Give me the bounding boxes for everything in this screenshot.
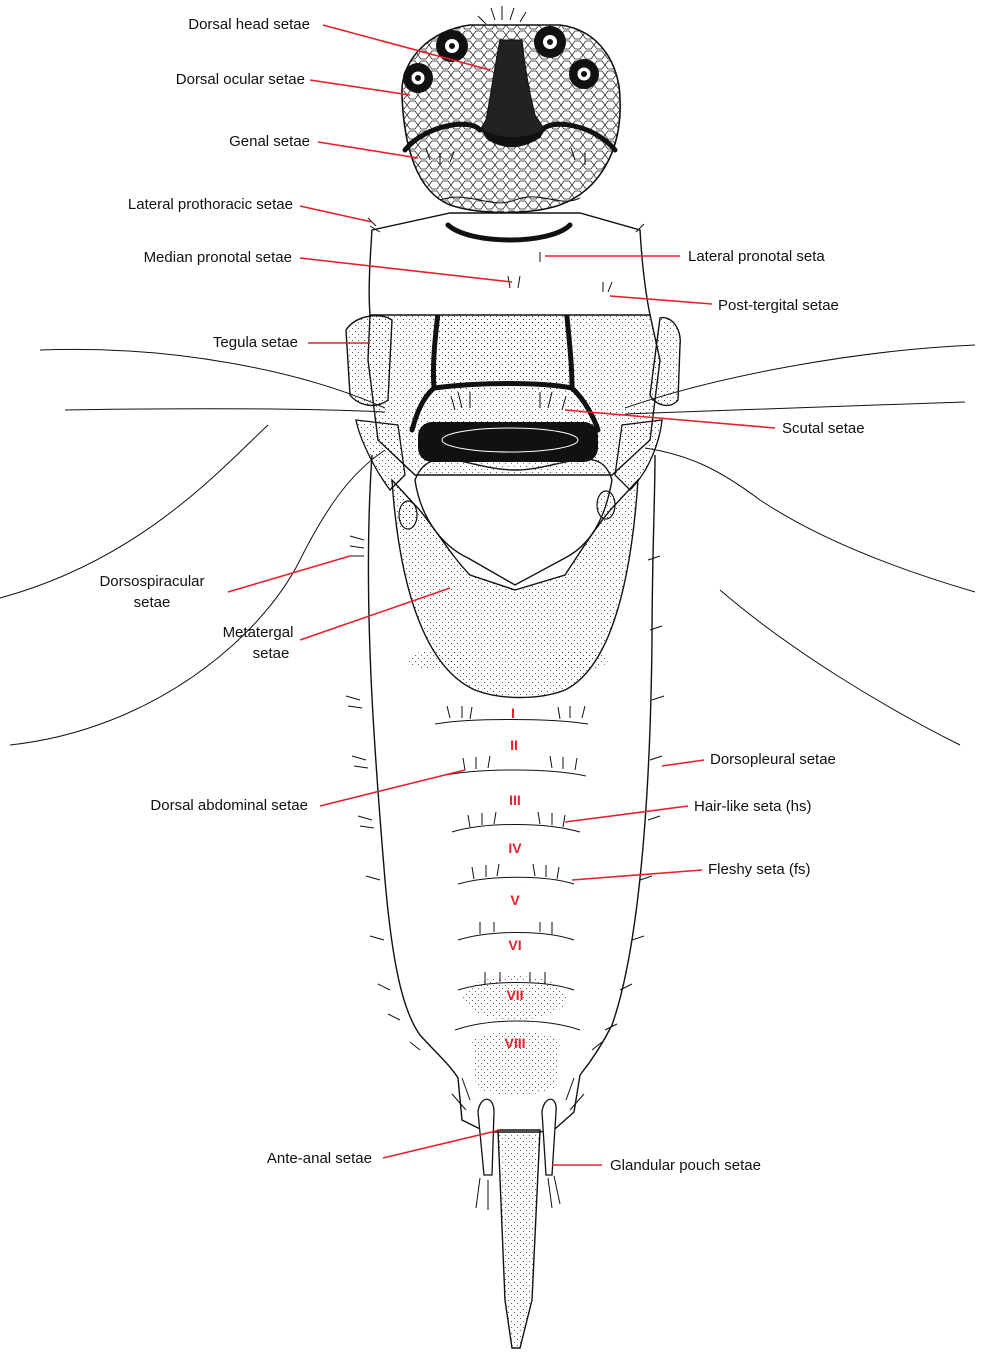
left-lateral-shading — [408, 650, 472, 670]
leader-fleshy — [572, 870, 702, 880]
label-genal-setae: Genal setae — [229, 133, 310, 150]
label-dorsal-abdominal-setae: Dorsal abdominal setae — [150, 797, 308, 814]
segment-label-v: V — [510, 892, 520, 908]
segment-label-vii: VII — [506, 987, 523, 1003]
segment-label-iv: IV — [508, 840, 522, 856]
right-lateral-shading — [548, 650, 608, 670]
label-lateral-pronotal-seta: Lateral pronotal seta — [688, 248, 825, 265]
right-halter-knob — [597, 491, 615, 519]
label-metatergal-line2: setae — [253, 645, 290, 662]
label-median-pronotal-setae: Median pronotal setae — [144, 249, 292, 266]
left-tegula — [346, 316, 392, 406]
right-hindwing — [645, 448, 975, 592]
label-metatergal-line1: Metatergal — [223, 624, 294, 641]
label-dorsospiracular-line2: setae — [134, 594, 171, 611]
leader-dorsal-ocular — [310, 80, 410, 95]
thorax — [346, 213, 680, 698]
right-forewing-lower-edge — [625, 402, 965, 414]
scutellum-hatched-center — [442, 428, 578, 452]
tergite-line-3 — [452, 825, 580, 833]
tergite-line-7 — [455, 1021, 580, 1030]
left-hindwing — [10, 450, 385, 745]
label-ante-anal-setae: Ante-anal setae — [267, 1150, 372, 1167]
left-forewing-lower-edge — [65, 409, 385, 412]
leader-dorsospiracular — [228, 556, 350, 592]
right-glandular-pouch — [542, 1099, 556, 1175]
label-fleshy-seta: Fleshy seta (fs) — [708, 861, 811, 878]
anal-tube — [498, 1130, 540, 1348]
label-lateral-prothoracic-setae: Lateral prothoracic setae — [128, 196, 293, 213]
label-dorsospiracular-line1: Dorsospiracular — [99, 573, 204, 590]
segment-label-i: I — [511, 705, 515, 721]
left-halter-knob — [399, 501, 417, 529]
segment-label-vi: VI — [508, 937, 521, 953]
leader-dorsopleural — [662, 760, 704, 766]
tergite-line-4 — [458, 877, 574, 884]
left-forewing-upper-edge — [40, 349, 385, 408]
leader-hair-like — [565, 806, 688, 822]
label-hair-like-seta: Hair-like seta (hs) — [694, 798, 812, 815]
leader-lateral-prothoracic — [300, 206, 372, 222]
label-dorsopleural-setae: Dorsopleural setae — [710, 751, 836, 768]
left-glandular-pouch — [478, 1099, 494, 1175]
right-hindwing-lower — [720, 590, 960, 745]
label-dorsal-ocular-setae: Dorsal ocular setae — [176, 71, 305, 88]
label-scutal-setae: Scutal setae — [782, 420, 865, 437]
segment-numerals: I II III IV V VI VII VIII — [504, 705, 525, 1051]
leader-dorsal-abdominal — [320, 770, 465, 806]
segment-label-iii: III — [509, 792, 521, 808]
left-lower-sclerite — [356, 420, 405, 490]
label-dorsal-head-setae: Dorsal head setae — [188, 16, 310, 33]
label-post-tergital-setae: Post-tergital setae — [718, 297, 839, 314]
segment-label-ii: II — [510, 737, 518, 753]
head — [402, 6, 620, 213]
right-tegula — [650, 318, 680, 406]
label-glandular-pouch-setae: Glandular pouch setae — [610, 1157, 761, 1174]
prothorax — [369, 213, 650, 315]
segment-label-viii: VIII — [504, 1035, 525, 1051]
label-tegula-setae: Tegula setae — [213, 334, 298, 351]
